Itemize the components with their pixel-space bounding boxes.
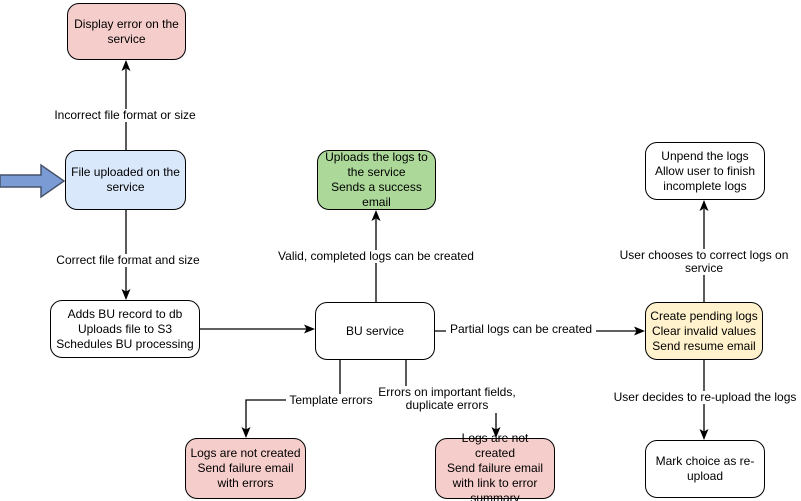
- node-bu-service: BU service: [315, 302, 435, 360]
- arrowhead-up-display-error: [121, 60, 131, 71]
- node-display-error: Display error on the service: [67, 3, 186, 60]
- edge-label-partial-logs: Partial logs can be created: [446, 323, 596, 336]
- arrowhead-down-mark-choice: [699, 429, 709, 440]
- node-file-uploaded: File uploaded on the service: [65, 150, 186, 210]
- arrowhead-down-adds-bu: [121, 289, 131, 300]
- edge-label-valid-logs: Valid, completed logs can be created: [276, 250, 476, 263]
- arrowhead-right-create-pending: [634, 326, 645, 336]
- node-mark-choice-reupload: Mark choice as re- upload: [645, 440, 765, 498]
- node-logs-not-created-summary: Logs are not created Send failure email …: [435, 431, 555, 501]
- entry-point-arrow-icon: [0, 163, 66, 199]
- edge-label-correct-format: Correct file format and size: [53, 254, 203, 267]
- node-uploads-logs: Uploads the logs to the service Sends a …: [317, 150, 436, 210]
- edge-label-user-chooses: User chooses to correct logs on service: [604, 249, 801, 275]
- node-create-pending-logs: Create pending logs Clear invalid values…: [645, 302, 763, 360]
- arrowhead-down-logs-errors: [241, 427, 251, 438]
- edge-label-incorrect-format: Incorrect file format or size: [50, 109, 200, 122]
- arrowhead-up-uploads-logs: [371, 210, 381, 221]
- node-logs-not-created-errors: Logs are not created Send failure email …: [185, 438, 306, 499]
- node-unpend-logs: Unpend the logs Allow user to finish inc…: [645, 142, 765, 200]
- edge-label-user-decides: User decides to re-upload the logs: [610, 391, 800, 404]
- edge-label-important-fields: Errors on important fields, duplicate er…: [377, 385, 517, 412]
- arrowhead-right-bu-service: [304, 324, 315, 334]
- node-adds-bu-record: Adds BU record to db Uploads file to S3 …: [50, 300, 200, 358]
- edge-label-template-errors: Template errors: [286, 394, 376, 407]
- arrowhead-down-logs-summary: [491, 427, 501, 438]
- arrowhead-up-unpend: [699, 200, 709, 211]
